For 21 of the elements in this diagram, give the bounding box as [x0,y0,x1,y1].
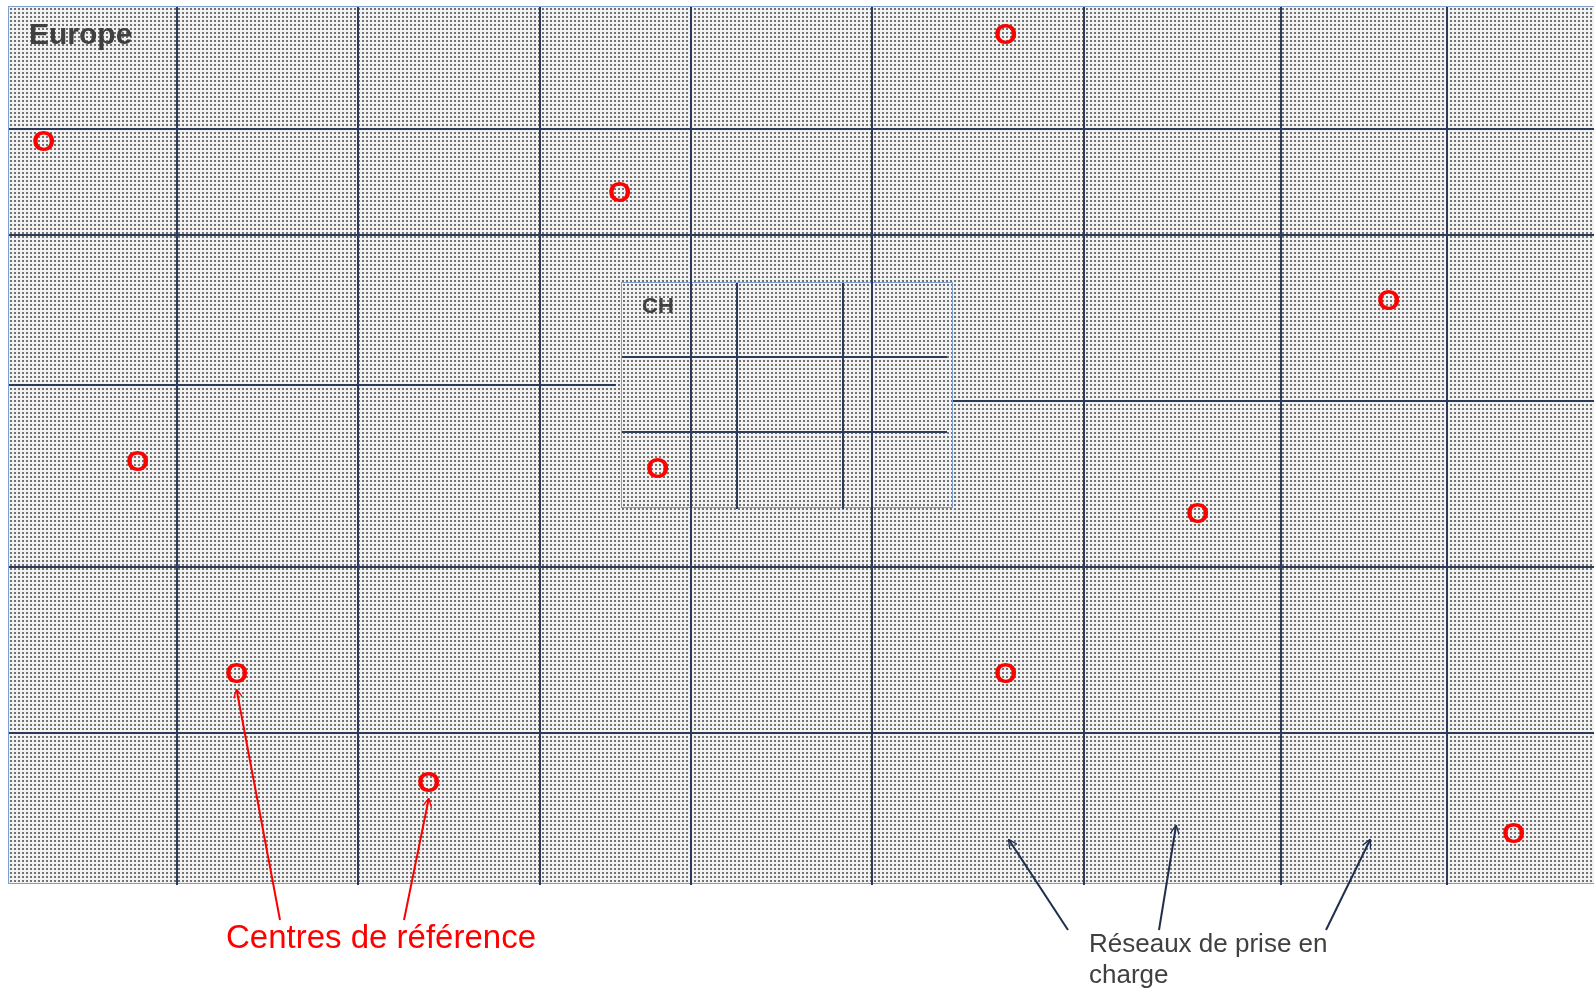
center-marker: O [994,19,1018,49]
region-label: CH [642,293,674,319]
center-marker: O [646,453,670,483]
callout-label: Réseaux de prise en charge [1089,928,1389,990]
center-marker: O [126,446,150,476]
center-marker: O [1186,498,1210,528]
leader-arrow [1007,838,1069,931]
callout-label: Centres de référence [226,918,536,956]
center-marker: O [1377,285,1401,315]
leader-arrow [403,797,433,921]
center-marker: O [608,177,632,207]
center-marker: O [994,658,1018,688]
center-marker: O [1502,818,1526,848]
map-region [8,6,1594,884]
center-marker: O [225,658,249,688]
center-marker: O [417,767,441,797]
leader-arrow [1158,824,1180,931]
center-marker: O [32,126,56,156]
leader-arrow [233,688,281,921]
region-label: Europe [29,17,133,51]
leader-arrow [1325,838,1372,931]
